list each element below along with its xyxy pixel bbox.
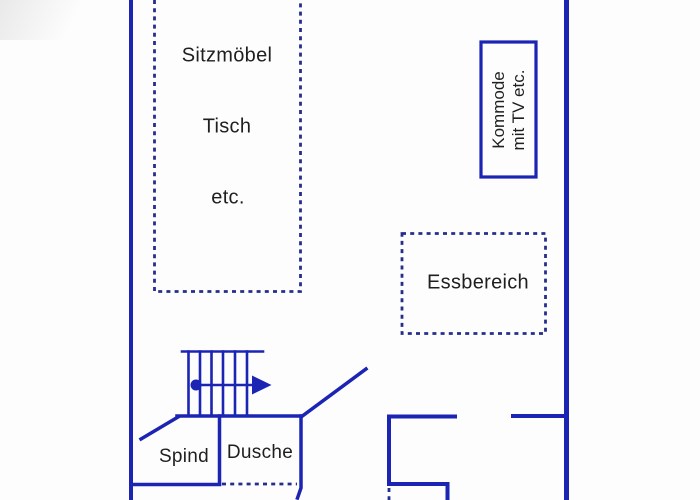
label-seating-line2: Tisch [202, 115, 252, 138]
diagonal-wall-left [138, 414, 181, 442]
label-seating-line3: etc. [211, 186, 245, 209]
shower-right-wall [295, 414, 303, 500]
label-seating-line1: Sitzmöbel [181, 44, 273, 67]
diagonal-wall-right [298, 366, 369, 420]
label-locker: Spind [158, 446, 210, 467]
dining-area-dashed-outline [400, 232, 547, 335]
staircase [175, 350, 303, 418]
label-kommode-line1: Kommode [488, 70, 508, 149]
label-shower: Dusche [226, 442, 294, 463]
label-dining: Essbereich [427, 271, 529, 294]
label-kommode-line2: mit TV etc. [508, 69, 528, 150]
bottom-room-walls [387, 414, 457, 500]
seating-area-dashed-outline [153, 0, 302, 293]
label-kommode: Kommode mit TV etc. [484, 40, 534, 180]
kommode-box [479, 40, 538, 179]
arrow-right-icon [252, 375, 272, 395]
